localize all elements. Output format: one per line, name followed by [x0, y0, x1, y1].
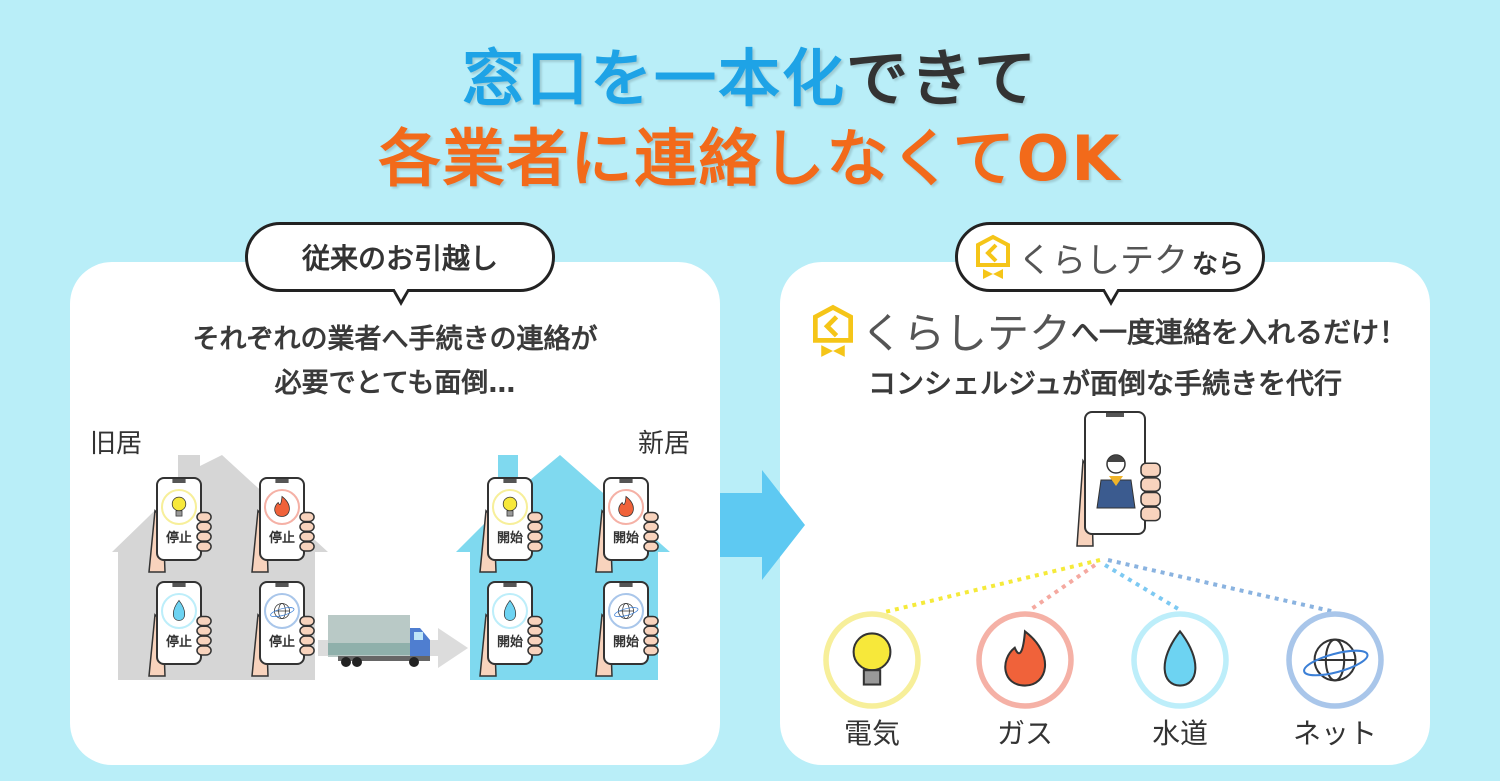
headline-line2: 各業者に連絡しなくてOK [378, 122, 1122, 195]
kurashitech-line1: くらしテクへ一度連絡を入れるだけ！ [800, 300, 1420, 361]
new-home-phone-fire: 開始 [595, 477, 659, 573]
dotted-connectors [884, 558, 1336, 614]
phone-status-label: 停止 [269, 530, 295, 546]
phone-status-label: 停止 [269, 634, 295, 650]
traditional-description: それぞれの業者へ手続きの連絡が必要でとても面倒… [70, 318, 720, 406]
concierge-icon [1096, 454, 1136, 509]
desc-line2: 必要でとても面倒… [274, 368, 516, 399]
bubble-brand: くらしテク [1017, 240, 1188, 281]
desc-line1: それぞれの業者へ手続きの連絡が [192, 324, 598, 355]
phone-status-label: 開始 [497, 634, 523, 650]
service-label: ネット [1292, 717, 1377, 750]
service-label: 電気 [843, 717, 900, 750]
old-home-phone-bulb: 停止 [148, 477, 212, 573]
old-home-phone-fire: 停止 [251, 477, 315, 573]
bulb-icon [823, 611, 921, 709]
old-home-phone-globe: 停止 [251, 581, 315, 677]
phone-status-label: 停止 [166, 530, 192, 546]
phone-status-label: 停止 [166, 634, 192, 650]
line1-suffix: へ一度連絡を入れるだけ！ [1071, 315, 1408, 349]
headline-line1: 窓口を一本化できて [0, 28, 1500, 118]
bubble-suffix: なら [1191, 249, 1244, 280]
fire-icon [976, 611, 1074, 709]
concierge-phone [1076, 411, 1161, 547]
drop-icon [1131, 611, 1229, 709]
big-right-arrow [720, 470, 805, 580]
new-home-phone-drop: 開始 [479, 581, 543, 677]
kurashitech-bubble: くらしテクなら [955, 222, 1265, 306]
traditional-bubble-text: 従来のお引越し [301, 242, 498, 275]
truck-icon [328, 615, 430, 667]
new-home-phone-globe: 開始 [595, 581, 659, 677]
brand-name: くらしテク [860, 309, 1071, 358]
headline-dark: できて [846, 42, 1039, 115]
kurashitech-logo-icon [975, 234, 1010, 279]
service-label: ガス [996, 717, 1053, 750]
old-home-phone-drop: 停止 [148, 581, 212, 677]
phone-status-label: 開始 [497, 530, 523, 546]
headline-blue: 窓口を一本化 [461, 42, 846, 115]
globe-icon [1286, 611, 1384, 709]
traditional-bubble: 従来のお引越し [245, 222, 555, 306]
kurashitech-logo-icon [812, 304, 853, 357]
kurashitech-line2: コンシェルジュが面倒な手続きを代行 [867, 367, 1343, 400]
old-home-label: 旧居 [90, 429, 143, 459]
phone-status-label: 開始 [613, 634, 639, 650]
service-label: 水道 [1151, 717, 1208, 750]
new-home-label: 新居 [638, 429, 691, 459]
new-home-phone-bulb: 開始 [479, 477, 543, 573]
phone-status-label: 開始 [613, 530, 639, 546]
